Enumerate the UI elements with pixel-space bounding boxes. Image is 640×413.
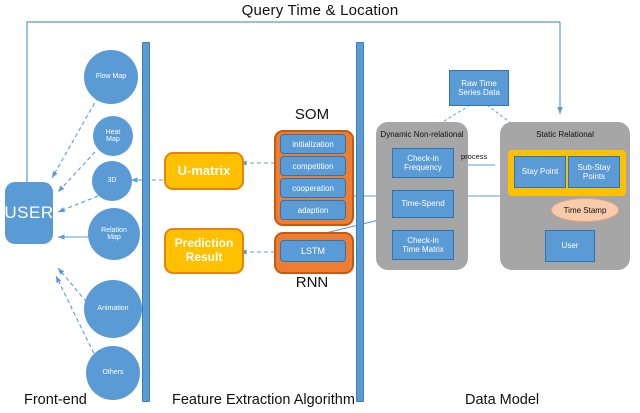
process-label: process <box>461 152 488 161</box>
u-matrix-box[interactable]: U-matrix <box>164 152 244 190</box>
view-circle-animation[interactable]: Animation <box>84 280 142 338</box>
section-label-datamodel: Data Model <box>465 392 540 408</box>
rnn-title: RNN <box>295 274 329 291</box>
rnn-cell-lstm[interactable]: LSTM <box>280 240 346 262</box>
som-step-initialization[interactable]: initialization <box>280 134 346 154</box>
stay-point-box[interactable]: Stay Point <box>514 156 566 188</box>
user-entity-box[interactable]: User <box>545 230 595 262</box>
page-title: Query Time & Location <box>241 2 399 19</box>
divider-algorithm-datamodel <box>356 42 364 402</box>
dynamic-item-checkin-frequency[interactable]: Check-in Frequency <box>392 148 454 178</box>
sub-stay-points-box[interactable]: Sub-Stay Points <box>568 156 620 188</box>
som-title: SOM <box>294 106 330 123</box>
prediction-result-box[interactable]: Prediction Result <box>164 228 244 274</box>
som-step-adaption[interactable]: adaption <box>280 200 346 220</box>
view-circle-relation-map[interactable]: Relation Map <box>88 208 140 260</box>
time-stamp-ellipse[interactable]: Time Stamp <box>551 198 619 222</box>
view-circle-others[interactable]: Others <box>86 346 140 400</box>
dynamic-item-checkin-time-matrix[interactable]: Check-in Time Matrix <box>392 230 454 260</box>
som-step-cooperation[interactable]: cooperation <box>280 178 346 198</box>
divider-frontend-algorithm <box>142 42 150 402</box>
section-label-frontend: Front-end <box>24 392 87 408</box>
view-circle-flow-map[interactable]: Flow Map <box>84 50 138 104</box>
view-circle-heat-map[interactable]: Heat Map <box>93 116 133 156</box>
raw-time-series-box[interactable]: Raw Time Series Data <box>449 70 509 106</box>
user-box[interactable]: USER <box>4 182 53 244</box>
dynamic-item-time-spend[interactable]: Time-Spend <box>392 190 454 218</box>
dynamic-panel-title: Dynamic Non-relational <box>380 130 464 139</box>
static-panel-title: Static Relational <box>536 130 594 139</box>
section-label-algorithm: Feature Extraction Algorithm <box>172 392 355 408</box>
som-step-competition[interactable]: competition <box>280 156 346 176</box>
view-circle-3d[interactable]: 3D <box>92 161 132 201</box>
